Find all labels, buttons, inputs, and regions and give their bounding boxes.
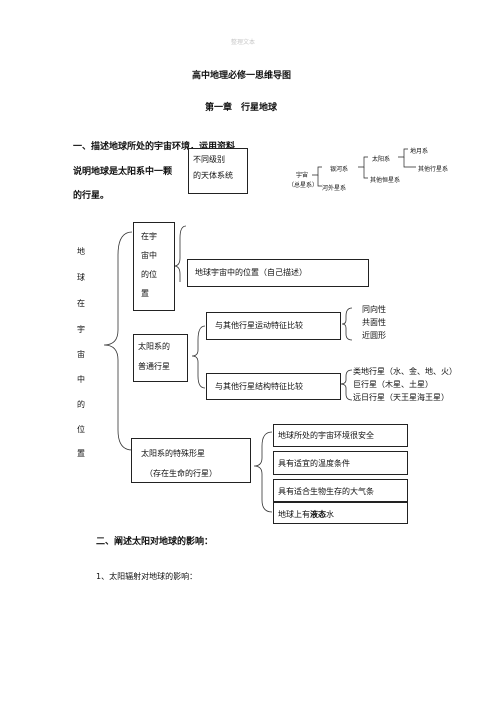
node-structure-compare: 与其他行星结构特征比较	[206, 373, 341, 400]
motion-trait: 共面性	[362, 318, 386, 327]
vertical-char: 在	[77, 299, 85, 308]
node1-line: 置	[141, 289, 149, 298]
node-other-stars: 其他恒星系	[370, 177, 401, 184]
structure-trait: 巨行星（木星、土星）	[353, 380, 433, 389]
node-earth-moon: 地月系	[410, 148, 429, 155]
section2-item1: 1、太阳辐射对地球的影响：	[96, 572, 198, 581]
vertical-char: 位	[77, 425, 85, 434]
section1-heading: 一、描述地球所处的宇宙环境，运用资料	[73, 142, 236, 152]
celestial-systems-box: 不同级别 的天体系统	[188, 148, 248, 194]
node-motion-compare: 与其他行星运动特征比较	[206, 312, 341, 340]
section1-line2: 说明地球是太阳系中一颗	[73, 167, 173, 177]
liquid-suffix: 水	[326, 510, 334, 519]
node-milky-way: 银河系	[330, 166, 349, 173]
vertical-char: 地	[77, 247, 85, 256]
node-solar-system: 太阳系	[372, 156, 391, 163]
vertical-char: 的	[77, 400, 85, 409]
motion-trait: 同向性	[362, 305, 386, 314]
node-other-planets: 其他行星系	[418, 166, 449, 173]
vertical-char: 置	[77, 449, 85, 458]
node2-line: 太阳系的	[138, 342, 170, 351]
structure-trait: 类地行星（水、金、地、火）	[353, 367, 457, 376]
vertical-char: 球	[77, 273, 85, 282]
condition-box: 具有适合生物生存的大气条	[273, 479, 408, 502]
condition-box: 具有适宜的温度条件	[273, 451, 408, 475]
vertical-char: 中	[77, 375, 85, 384]
node-special-planet: 太阳系的特殊形星 （存在生命的行星）	[131, 438, 251, 483]
page-watermark: 整理文本	[231, 39, 256, 46]
node1-line: 宙中	[141, 251, 157, 260]
structure-trait: 远日行星（天王星海王星）	[353, 393, 449, 402]
box-line-2: 的天体系统	[193, 171, 233, 180]
liquid-prefix: 地球上有	[278, 510, 310, 519]
condition-box-liquid-water: 地球上有液态水	[273, 502, 408, 524]
motion-trait: 近圆形	[362, 331, 386, 340]
node-universe-sub: （总星系）	[288, 182, 319, 189]
node1-line: 的位	[141, 270, 157, 279]
node-extragalactic: 河外星系	[322, 185, 347, 192]
section1-line3: 的行星。	[73, 191, 110, 201]
node3-line-1: 太阳系的特殊形星	[141, 449, 205, 458]
vertical-char: 宙	[77, 350, 85, 359]
page-title: 高中地理必修一思维导图	[192, 71, 292, 81]
node-ordinary-planet: 太阳系的 普通行星	[133, 334, 188, 382]
node2-line: 普通行星	[138, 362, 170, 371]
liquid-emphasis: 液态	[310, 509, 326, 519]
node1-line: 在宇	[141, 232, 157, 241]
section2-heading: 二、阐述太阳对地球的影响：	[96, 537, 214, 547]
chapter-heading: 第一章 行星地球	[205, 103, 278, 113]
box-line-1: 不同级别	[193, 155, 225, 164]
node3-line-2: （存在生命的行星）	[145, 469, 217, 478]
condition-box: 地球所处的宇宙环境很安全	[273, 424, 408, 447]
node-position-description: 地球宇宙中的位置（自己描述）	[187, 259, 369, 287]
node-position-in-universe: 在宇 宙中 的位 置	[133, 222, 175, 311]
vertical-char: 宇	[77, 325, 85, 334]
node-universe: 宇宙	[296, 172, 309, 179]
